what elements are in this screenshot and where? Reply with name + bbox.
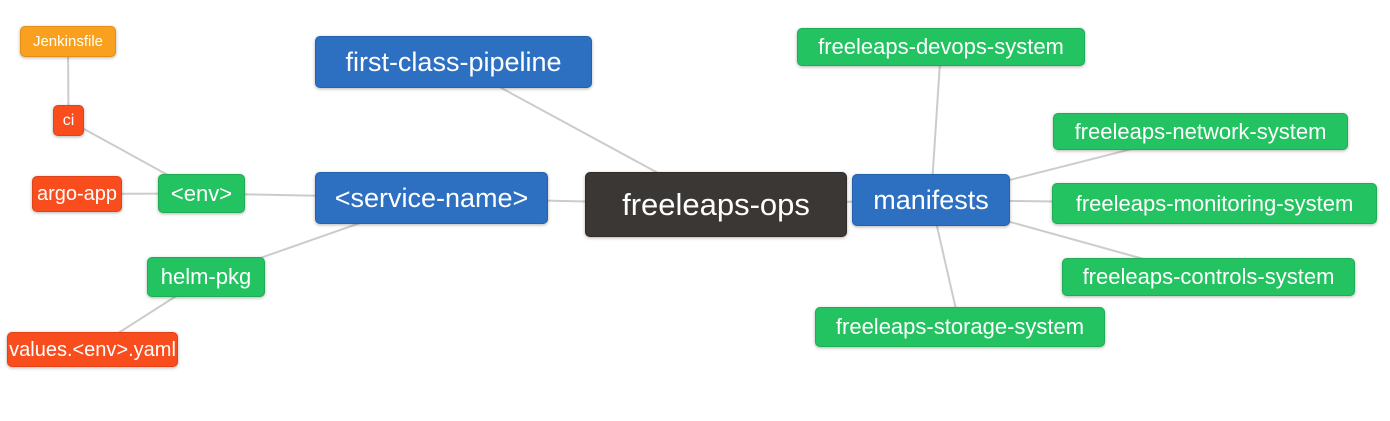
node-devops-system[interactable]: freeleaps-devops-system <box>797 28 1085 66</box>
node-label: values.<env>.yaml <box>9 338 176 361</box>
node-jenkinsfile[interactable]: Jenkinsfile <box>20 26 116 57</box>
node-label: freeleaps-monitoring-system <box>1075 190 1354 216</box>
node-first-class-pipeline[interactable]: first-class-pipeline <box>315 36 592 88</box>
node-argo-app[interactable]: argo-app <box>32 176 122 212</box>
node-label: freeleaps-controls-system <box>1082 264 1335 289</box>
node-env[interactable]: <env> <box>158 174 245 213</box>
node-label: freeleaps-ops <box>622 187 810 222</box>
node-label: freeleaps-network-system <box>1074 118 1327 144</box>
node-label: first-class-pipeline <box>345 46 562 77</box>
node-controls-system[interactable]: freeleaps-controls-system <box>1062 258 1355 296</box>
node-service-name[interactable]: <service-name> <box>315 172 548 224</box>
node-label: helm-pkg <box>160 264 252 289</box>
node-monitoring-system[interactable]: freeleaps-monitoring-system <box>1052 183 1377 224</box>
node-manifests[interactable]: manifests <box>852 174 1010 226</box>
node-label: <service-name> <box>334 182 529 213</box>
node-values-env-yaml[interactable]: values.<env>.yaml <box>7 332 178 367</box>
node-label: freeleaps-devops-system <box>818 34 1064 59</box>
node-label: Jenkinsfile <box>32 33 104 50</box>
node-label: freeleaps-storage-system <box>835 314 1085 339</box>
node-label: manifests <box>873 184 989 215</box>
node-label: ci <box>62 111 75 129</box>
node-freeleaps-ops[interactable]: freeleaps-ops <box>585 172 847 237</box>
node-label: <env> <box>170 180 233 206</box>
node-ci[interactable]: ci <box>53 105 84 136</box>
node-network-system[interactable]: freeleaps-network-system <box>1053 113 1348 150</box>
node-label: argo-app <box>36 183 118 205</box>
node-storage-system[interactable]: freeleaps-storage-system <box>815 307 1105 347</box>
node-helm-pkg[interactable]: helm-pkg <box>147 257 265 297</box>
